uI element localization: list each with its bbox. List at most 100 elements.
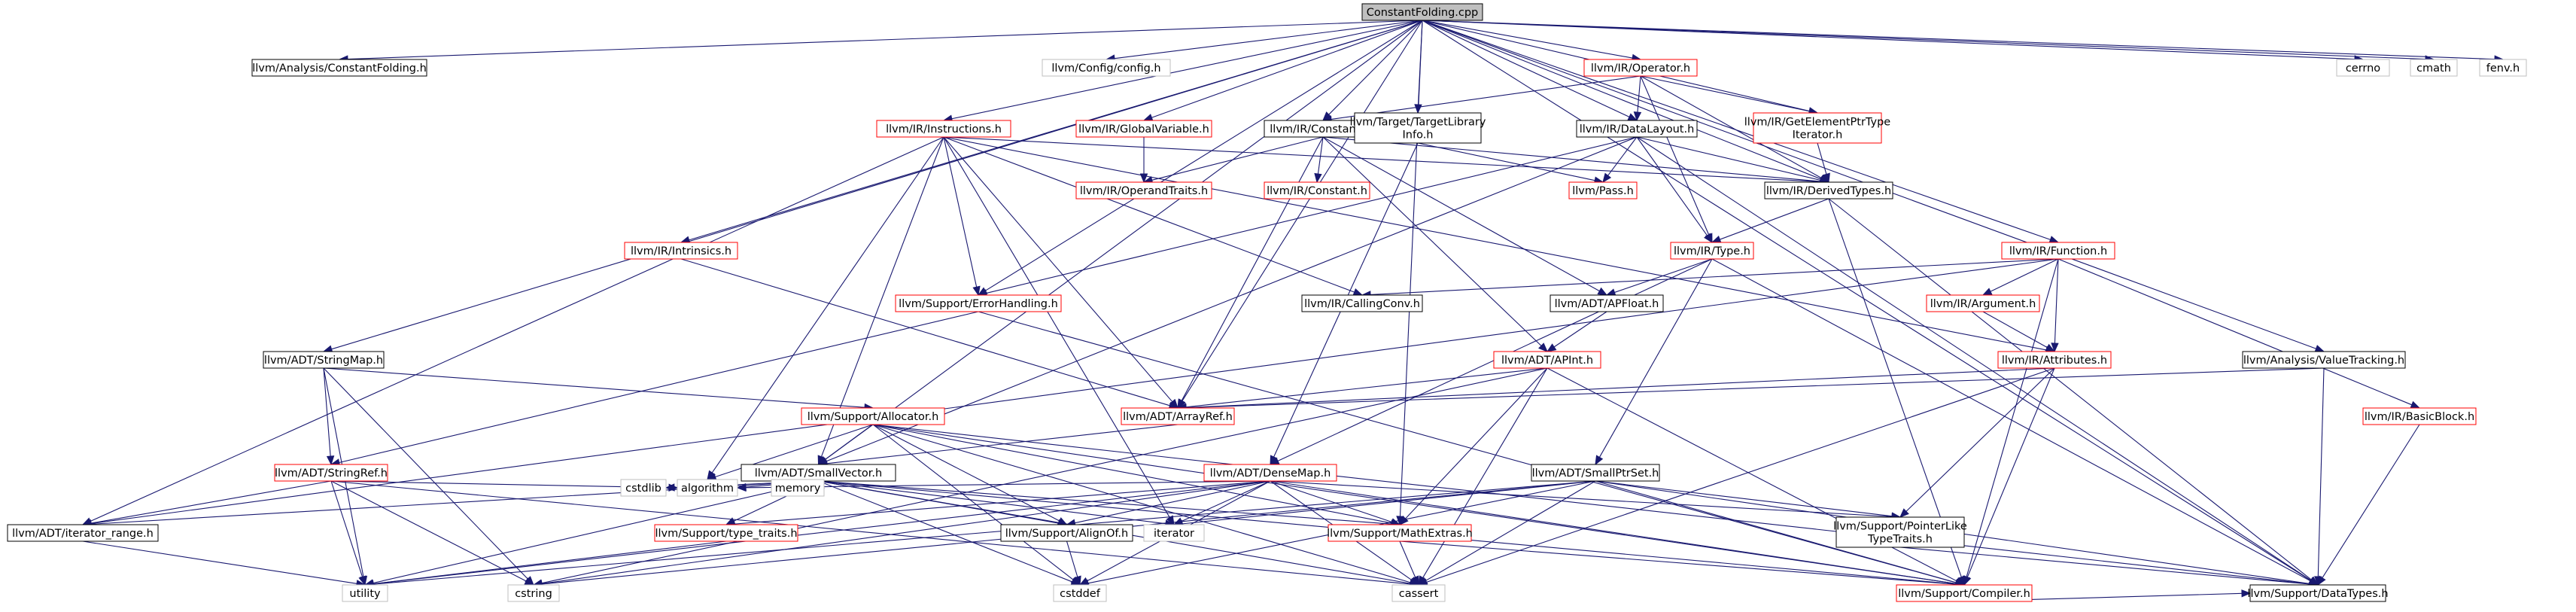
edge-intrinsics-to-arrayref [680, 258, 1170, 406]
edge-argument-to-attributes [1982, 311, 2048, 349]
node-instructions[interactable]: llvm/IR/Instructions.h [876, 120, 1011, 138]
edge-function-to-basicblock [2057, 258, 2413, 406]
edge-instructions-to-iterator [943, 136, 1170, 518]
node-operandtraits[interactable]: llvm/IR/OperandTraits.h [1075, 181, 1212, 199]
node-constants[interactable]: llvm/IR/Constants.h [1264, 120, 1382, 138]
node-mathextras[interactable]: llvm/Support/MathExtras.h [1327, 524, 1473, 542]
node-box [1997, 351, 2112, 369]
node-acf[interactable]: llvm/Analysis/ConstantFolding.h [251, 59, 427, 77]
edge-apint-to-cassert [1422, 367, 1548, 578]
node-label: llvm/IR/GetElementPtrType [1744, 117, 1891, 129]
node-box [1121, 407, 1235, 425]
node-errorhandling[interactable]: llvm/Support/ErrorHandling.h [895, 294, 1062, 312]
node-type[interactable]: llvm/IR/Type.h [1670, 242, 1754, 260]
edge-arrowhead [1073, 575, 1081, 586]
node-label: llvm/ADT/APInt.h [1501, 355, 1593, 367]
node-apfloat[interactable]: llvm/ADT/APFloat.h [1550, 294, 1664, 312]
edge-root-to-stringmap [331, 20, 1423, 350]
node-smallptrset[interactable]: llvm/ADT/SmallPtrSet.h [1531, 464, 1660, 482]
node-utility: utility [342, 584, 388, 602]
edge-datalayout-to-errorhandling [986, 136, 1638, 294]
edge-root-to-operator [1422, 20, 1633, 59]
node-densemap[interactable]: llvm/ADT/DenseMap.h [1203, 464, 1337, 482]
node-datatypes[interactable]: llvm/Support/DataTypes.h [2247, 584, 2389, 602]
edge-instructions-to-derivedtypes [943, 136, 1821, 182]
edge-arrowhead [2051, 343, 2059, 353]
edge-smallptrset-to-pltt [1595, 480, 1893, 517]
node-label: cassert [1399, 588, 1439, 600]
node-arrayref[interactable]: llvm/ADT/ArrayRef.h [1121, 407, 1235, 425]
edge-arrowhead [972, 285, 981, 297]
node-typetraits[interactable]: llvm/Support/type_traits.h [654, 524, 798, 542]
node-cstring: cstring [507, 584, 560, 602]
node-derivedtypes[interactable]: llvm/IR/DerivedTypes.h [1764, 181, 1893, 199]
node-function[interactable]: llvm/IR/Function.h [2001, 242, 2115, 260]
edge-apint-to-cstring [541, 367, 1548, 584]
node-label: llvm/Support/Compiler.h [1898, 588, 2030, 600]
node-constant[interactable]: llvm/IR/Constant.h [1264, 181, 1370, 199]
edge-allocator-to-mathextras [872, 424, 1392, 524]
node-valuetracking[interactable]: llvm/Analysis/ValueTracking.h [2242, 351, 2406, 369]
node-box [771, 479, 825, 497]
node-alignof[interactable]: llvm/Support/AlignOf.h [1000, 524, 1133, 542]
node-label: llvm/IR/Constants.h [1270, 123, 1376, 135]
node-smallvector[interactable]: llvm/ADT/SmallVector.h [741, 464, 896, 482]
node-box [1835, 516, 1965, 548]
edge-stringref-to-cstring [330, 480, 527, 582]
node-basicblock[interactable]: llvm/IR/BasicBlock.h [2362, 407, 2477, 425]
node-iterrange[interactable]: llvm/ADT/iterator_range.h [7, 524, 159, 542]
edge-mathextras-to-cassert [1399, 540, 1416, 578]
node-cmath: cmath [2410, 59, 2458, 77]
edge-function-to-argument [1990, 258, 2059, 292]
node-box [1042, 59, 1171, 77]
edge-arrowhead [2410, 400, 2421, 409]
node-label: llvm/ADT/DenseMap.h [1210, 467, 1331, 480]
node-label: llvm/Support/AlignOf.h [1005, 528, 1129, 540]
node-label: TypeTraits.h [1867, 534, 1933, 546]
edge-attributes-to-cassert [1426, 367, 2055, 583]
node-compiler[interactable]: llvm/Support/Compiler.h [1896, 584, 2033, 602]
edge-densemap-to-utility [373, 480, 1271, 585]
node-operator[interactable]: llvm/IR/Operator.h [1583, 59, 1698, 77]
node-box [342, 584, 388, 602]
node-box [620, 479, 667, 497]
node-stringmap[interactable]: llvm/ADT/StringMap.h [263, 351, 385, 369]
node-globalvar[interactable]: llvm/IR/GlobalVariable.h [1075, 120, 1212, 138]
node-datalayout[interactable]: llvm/IR/DataLayout.h [1576, 120, 1698, 138]
edge-densemap-to-algorithm [745, 480, 1271, 489]
edge-operator-to-derivedtypes [1640, 75, 1822, 179]
edge-valuetracking-to-arrayref [1185, 367, 2325, 409]
node-memory: memory [771, 479, 825, 497]
node-argument[interactable]: llvm/IR/Argument.h [1926, 294, 2040, 312]
node-attributes[interactable]: llvm/IR/Attributes.h [1997, 351, 2112, 369]
node-box [1354, 112, 1482, 144]
node-pass[interactable]: llvm/Pass.h [1568, 181, 1638, 199]
node-label: llvm/ADT/iterator_range.h [12, 528, 154, 540]
edge-stringref-to-iterrange [90, 480, 332, 524]
edge-attributes-to-pltt [1905, 367, 2055, 512]
edge-type-to-smallptrset [1598, 258, 1713, 458]
edge-arrowhead [1597, 287, 1608, 296]
node-allocator[interactable]: llvm/Support/Allocator.h [801, 407, 945, 425]
node-box [654, 524, 798, 542]
node-box [251, 59, 427, 77]
node-label: cmath [2416, 62, 2451, 75]
node-box [1075, 181, 1212, 199]
edge-smallvector-to-utility [373, 480, 819, 584]
node-callingconv[interactable]: llvm/IR/CallingConv.h [1301, 294, 1423, 312]
node-label: cstddef [1060, 588, 1101, 600]
edge-valuetracking-to-datatypes [2317, 367, 2325, 577]
node-stringref[interactable]: llvm/ADT/StringRef.h [274, 464, 388, 482]
node-root[interactable]: ConstantFolding.cpp [1361, 3, 1483, 21]
edge-constants-to-derivedtypes [1322, 136, 1821, 182]
node-label: Iterator.h [1793, 129, 1843, 142]
node-label: llvm/ADT/SmallPtrSet.h [1532, 467, 1659, 480]
node-apint[interactable]: llvm/ADT/APInt.h [1493, 351, 1601, 369]
edge-arrowhead [2045, 343, 2056, 352]
node-intrinsics[interactable]: llvm/IR/Intrinsics.h [624, 242, 738, 260]
edge-arrowhead [1546, 343, 1557, 352]
edge-arrowhead [2241, 589, 2252, 598]
